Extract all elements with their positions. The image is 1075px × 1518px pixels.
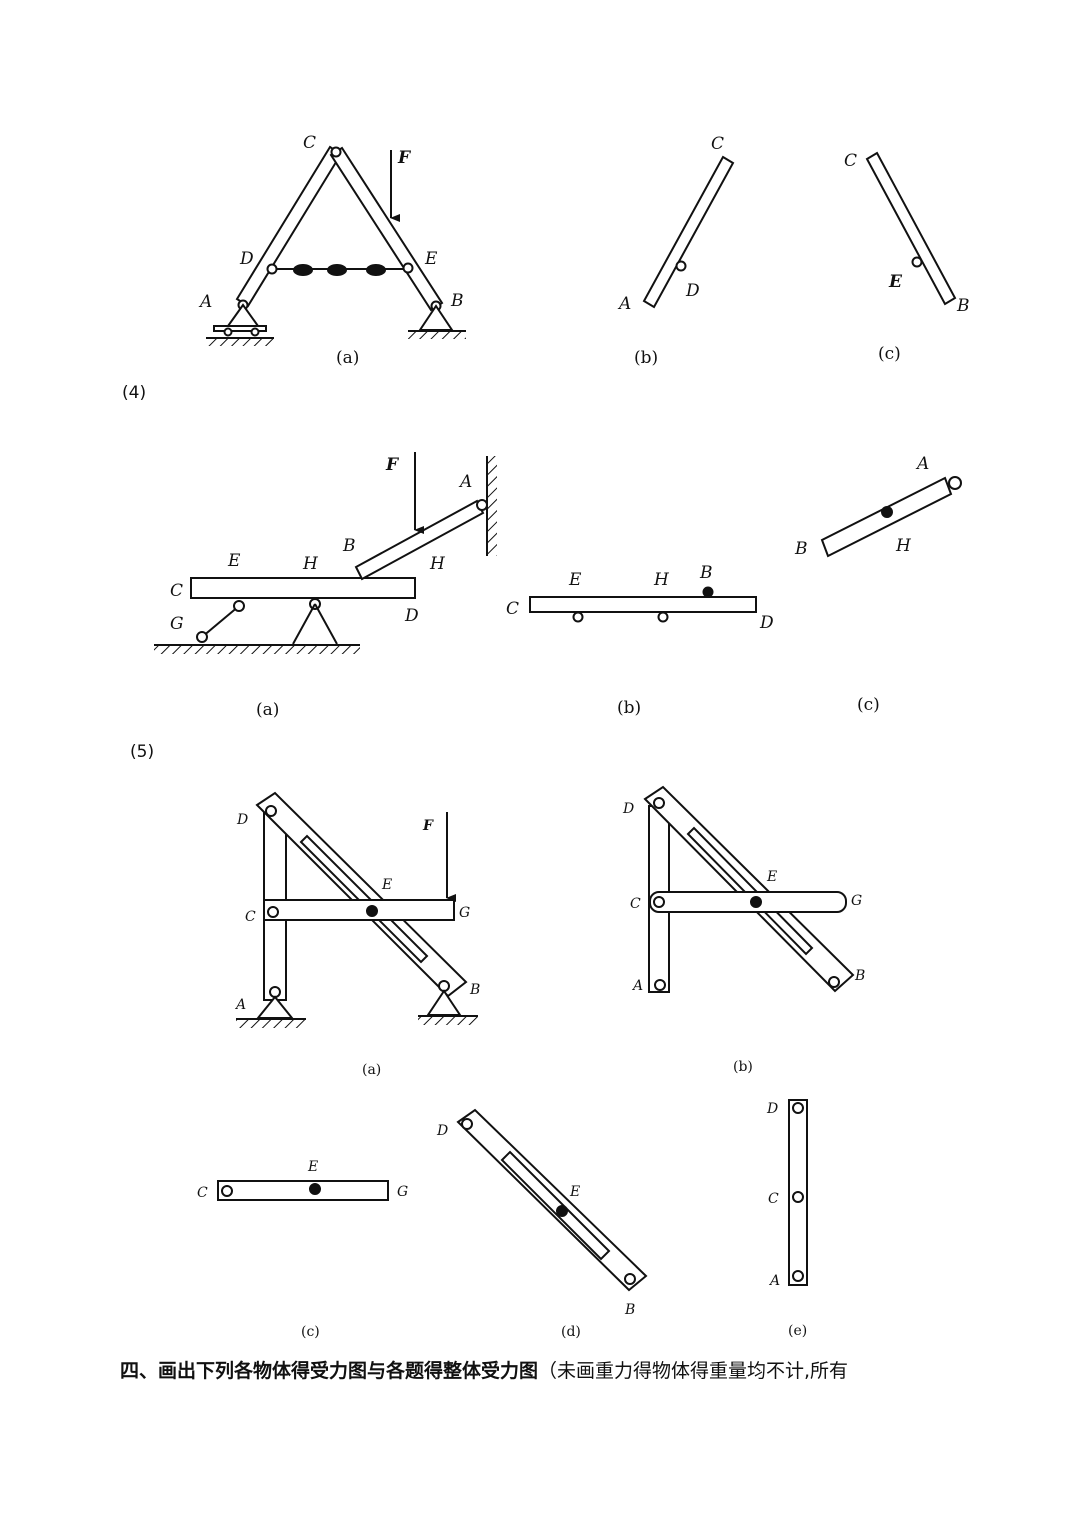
- label-B: B: [624, 1302, 635, 1318]
- label-E: E: [307, 1159, 318, 1175]
- caption-3c: (c): [878, 344, 901, 364]
- figure-5a-frame: [236, 791, 478, 1028]
- label-E: E: [424, 249, 438, 269]
- caption-5b: (b): [733, 1059, 753, 1075]
- label-A: A: [458, 472, 472, 492]
- label-C: C: [197, 1185, 208, 1201]
- label-D: D: [766, 1101, 778, 1117]
- label-D: D: [436, 1123, 448, 1139]
- caption-4a: (a): [256, 700, 279, 720]
- label-H: H: [302, 554, 319, 574]
- section-heading: 四、画出下列各物体得受力图与各题得整体受力图（未画重力得物体得重量均不计,所有: [120, 1356, 848, 1383]
- label-C: C: [844, 151, 857, 171]
- figure-4a-assembly: [154, 452, 497, 654]
- label-E: E: [888, 272, 903, 292]
- label-A: A: [617, 294, 631, 314]
- label-C: C: [170, 581, 183, 601]
- label-F: F: [397, 148, 412, 168]
- problem-4-label: (4): [122, 383, 147, 403]
- label-B: B: [450, 291, 464, 311]
- label-D: D: [759, 613, 774, 633]
- figure-5c-bar-CG: [217, 1180, 389, 1201]
- figure-4a-labels: F A B H H E C G D (a): [170, 455, 472, 720]
- figure-5e-labels: D C A (e): [766, 1101, 807, 1339]
- label-F: F: [385, 455, 400, 475]
- figure-3b-bar-AC: [642, 155, 735, 309]
- caption-5d: (d): [561, 1324, 581, 1340]
- label-B: B: [342, 536, 356, 556]
- label-C: C: [630, 896, 641, 912]
- label-C: C: [711, 134, 724, 154]
- label-G: G: [459, 905, 470, 921]
- problem-5-label: (5): [130, 742, 155, 762]
- label-D: D: [404, 606, 419, 626]
- figure-3c-bar-CB: [865, 151, 957, 306]
- figure-3a-labels: C F D E A B (a): [198, 133, 464, 368]
- label-C: C: [245, 909, 256, 925]
- label-E: E: [766, 869, 777, 885]
- label-H: H: [653, 570, 670, 590]
- caption-5e: (e): [788, 1323, 807, 1339]
- label-H: H: [429, 554, 446, 574]
- figure-5a-labels: D F E C G A B (a): [234, 812, 480, 1078]
- label-H: H: [895, 536, 912, 556]
- label-D: D: [239, 249, 254, 269]
- label-B: B: [794, 539, 808, 559]
- section-heading-bold: 四、画出下列各物体得受力图与各题得整体受力图: [120, 1360, 539, 1382]
- figure-4c-bar-AB: [820, 476, 962, 558]
- label-B: B: [956, 296, 970, 316]
- figure-5b-labels: D E C G A B (b): [622, 801, 865, 1075]
- caption-5c: (c): [301, 1324, 320, 1340]
- label-G: G: [397, 1184, 408, 1200]
- figure-4c-labels: A B H (c): [794, 454, 929, 715]
- caption-3b: (b): [634, 348, 658, 368]
- label-A: A: [768, 1273, 780, 1289]
- label-C: C: [506, 599, 519, 619]
- label-F: F: [422, 818, 434, 834]
- label-A: A: [631, 978, 643, 994]
- label-C: C: [303, 133, 316, 153]
- caption-4c: (c): [857, 695, 880, 715]
- label-E: E: [381, 877, 392, 893]
- section-heading-note: （未画重力得物体得重量均不计,所有: [538, 1360, 849, 1382]
- figure-5c-labels: E C G (c): [197, 1159, 408, 1340]
- figure-5d-labels: D E B (d): [436, 1123, 635, 1340]
- caption-4b: (b): [617, 698, 641, 718]
- figure-3c-labels: C E B (c): [844, 151, 970, 364]
- caption-5a: (a): [362, 1062, 381, 1078]
- figure-3a-truss: [206, 145, 466, 346]
- label-B: B: [699, 563, 713, 583]
- figure-5d-bar-DB: [456, 1108, 648, 1292]
- label-D: D: [685, 281, 700, 301]
- figure-5e-bar-DA: [788, 1099, 808, 1286]
- caption-3a: (a): [336, 348, 359, 368]
- label-D: D: [236, 812, 248, 828]
- label-B: B: [854, 968, 865, 984]
- figure-3b-labels: C A D (b): [617, 134, 724, 368]
- label-E: E: [227, 551, 241, 571]
- label-G: G: [851, 893, 862, 909]
- figure-4b-beam-CD: [529, 586, 757, 623]
- label-B: B: [469, 982, 480, 998]
- figure-4b-labels: E H B C D (b): [506, 563, 774, 718]
- label-D: D: [622, 801, 634, 817]
- label-C: C: [768, 1191, 779, 1207]
- label-E: E: [568, 570, 582, 590]
- figure-5b-frame: [643, 785, 855, 993]
- label-A: A: [915, 454, 929, 474]
- label-A: A: [234, 997, 246, 1013]
- label-G: G: [170, 614, 184, 634]
- label-A: A: [198, 292, 212, 312]
- label-E: E: [569, 1184, 580, 1200]
